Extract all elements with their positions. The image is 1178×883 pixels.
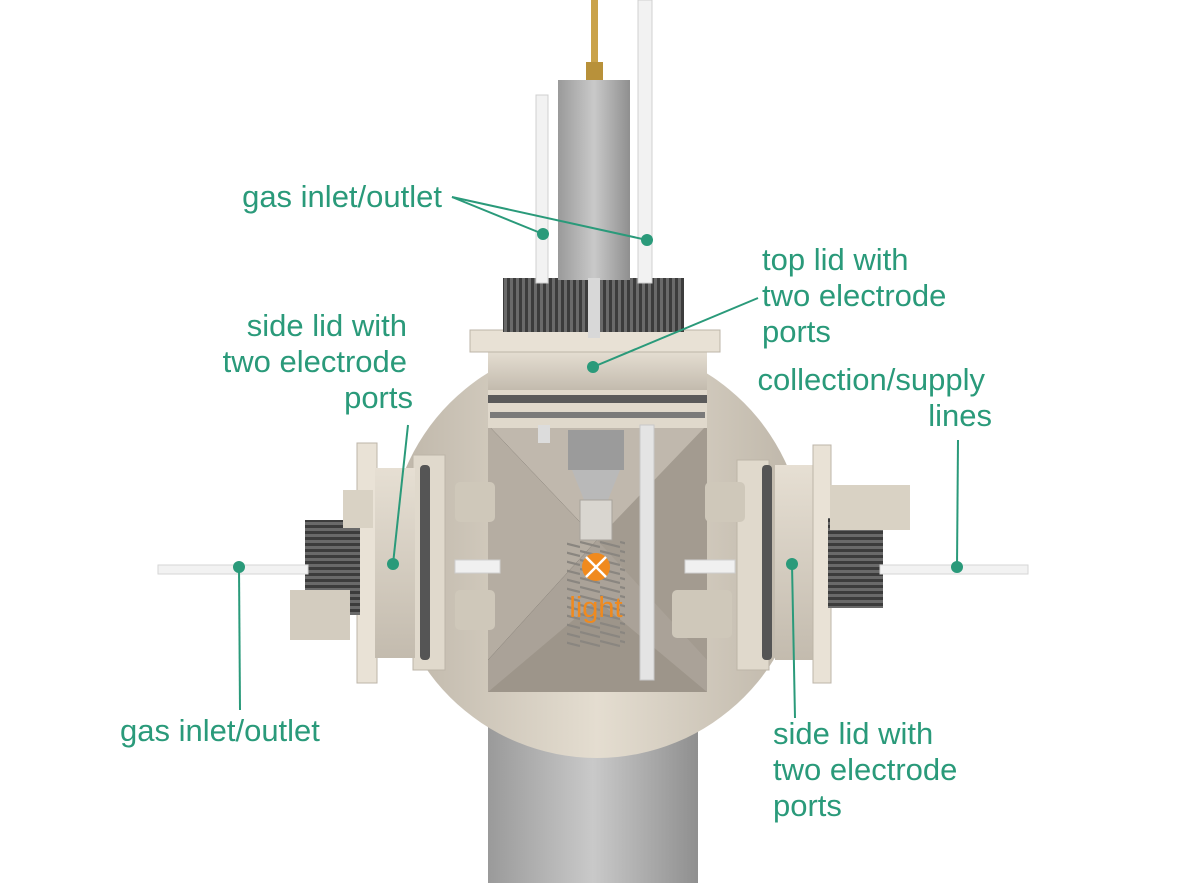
gas-tube-left	[157, 564, 309, 575]
right-fitting-top	[830, 485, 910, 530]
inner-electrode-glass	[579, 499, 613, 541]
left-inner-fitting-top	[455, 482, 495, 522]
leader-dots	[233, 228, 963, 573]
label-collection-line1: collection/supply	[758, 362, 986, 397]
label-top-lid-line3: ports	[762, 314, 831, 349]
label-side-lid-left-line3: ports	[344, 380, 413, 415]
top-lid-oring-band	[488, 395, 707, 403]
gold-connector	[586, 62, 603, 82]
inner-electrode-body	[568, 430, 624, 470]
inner-rod-left	[538, 425, 550, 443]
label-side-lid-right-line1: side lid with	[773, 716, 933, 751]
left-fitting-top	[343, 490, 373, 528]
top-lid-oring-band2	[490, 412, 705, 418]
left-electrode-tip	[454, 559, 501, 574]
left-fitting-bottom	[290, 590, 350, 640]
electrode-holder	[558, 80, 630, 280]
label-gas-inlet-top: gas inlet/outlet	[242, 179, 442, 214]
left-oring	[420, 465, 430, 660]
right-inner-fitting-bottom	[672, 590, 732, 638]
label-top-lid-line1: top lid with	[762, 242, 908, 277]
label-side-lid-right-line2: two electrode	[773, 752, 957, 787]
left-inner-fitting-bottom	[455, 590, 495, 630]
leader-lines	[238, 196, 959, 719]
top-lid-oring	[488, 388, 707, 428]
gas-tube-top-right	[637, 0, 653, 284]
right-electrode-tip	[684, 559, 736, 574]
interior-shade-left	[488, 425, 597, 660]
electrode-stem	[588, 278, 600, 338]
light-symbol-icon	[582, 553, 610, 581]
label-collection-line2: lines	[928, 398, 992, 433]
inner-electrode-taper	[572, 470, 620, 500]
label-side-lid-left-line2: two electrode	[223, 344, 407, 379]
gold-wire	[591, 0, 598, 70]
right-inner-fitting-top	[705, 482, 745, 522]
label-side-lid-right-line3: ports	[773, 788, 842, 823]
gas-tube-top-left	[535, 94, 549, 284]
label-gas-inlet-bottom: gas inlet/outlet	[120, 713, 320, 748]
label-light: light	[569, 592, 622, 624]
inner-rod-right	[639, 424, 655, 681]
right-knurl	[828, 518, 883, 608]
label-top-lid-line2: two electrode	[762, 278, 946, 313]
right-oring	[762, 465, 772, 660]
label-side-lid-left-line1: side lid with	[247, 308, 407, 343]
